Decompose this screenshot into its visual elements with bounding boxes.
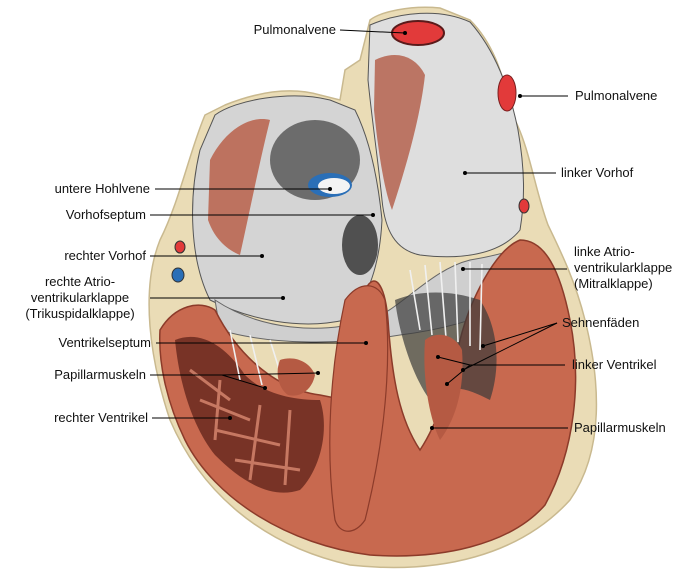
leader-dot xyxy=(263,386,267,390)
coronary-vessel-red-right xyxy=(518,198,530,214)
label-linker-ventrikel: linker Ventrikel xyxy=(572,357,657,373)
leader-dot xyxy=(430,426,434,430)
left-atrial-muscle-streaks xyxy=(374,55,425,210)
pulmonary-vein-top xyxy=(391,20,445,46)
chordae-tendineae xyxy=(229,261,483,389)
leader-linker-ventrikel-b xyxy=(437,356,471,366)
leader-dot xyxy=(328,187,332,191)
leader-endpoints xyxy=(228,31,522,430)
leader-papillarmuskeln-left-c xyxy=(221,374,266,389)
label-line: rechter Ventrikel xyxy=(54,410,148,425)
atrial-pectinate-muscles xyxy=(208,119,270,256)
label-pulmonalvene-top: Pulmonalvene xyxy=(230,22,336,38)
leader-linker-ventrikel-a xyxy=(446,364,471,385)
label-linke-av-klappe: linke Atrio- ventrikularklappe (Mitralkl… xyxy=(574,244,672,292)
leader-sehnenfaeden-a xyxy=(462,322,558,371)
label-line: rechte Atrio- xyxy=(44,274,116,289)
leader-papillarmuskeln-left-b xyxy=(221,372,319,376)
label-rechte-av-klappe: rechte Atrio- ventrikularklappe (Trikusp… xyxy=(0,274,160,322)
septum-shadow xyxy=(342,215,378,275)
coronary-vessel-red xyxy=(174,240,186,254)
leader-dot xyxy=(481,344,485,348)
leader-dot xyxy=(316,371,320,375)
papillary-muscle-right-ventricle xyxy=(277,358,315,396)
inferior-vena-cava-lumen xyxy=(318,178,350,194)
label-line: (Trikuspidalklappe) xyxy=(25,306,135,321)
leader-dot xyxy=(371,213,375,217)
leader-dot xyxy=(281,296,285,300)
leader-dot xyxy=(461,267,465,271)
label-line: ventrikularklappe xyxy=(574,260,673,275)
leader-pulmonalvene-top xyxy=(339,29,406,34)
pulmonary-vein-right xyxy=(497,74,517,112)
leader-dot xyxy=(436,355,440,359)
leader-dot xyxy=(228,416,232,420)
leader-sehnenfaeden-b xyxy=(482,322,558,347)
label-papillarmuskeln-left: Papillarmuskeln xyxy=(0,367,146,383)
label-line: Papillarmuskeln xyxy=(54,367,146,382)
leader-dot xyxy=(364,341,368,345)
label-line: Pulmonalvene xyxy=(575,88,658,103)
interventricular-septum xyxy=(329,285,389,532)
label-line: untere Hohlvene xyxy=(54,181,150,196)
label-linker-vorhof: linker Vorhof xyxy=(561,165,633,181)
label-line: Papillarmuskeln xyxy=(574,420,666,435)
label-sehnenfaeden: Sehnenfäden xyxy=(562,315,639,331)
label-rechter-ventrikel: rechter Ventrikel xyxy=(0,410,148,426)
label-line: Ventrikelseptum xyxy=(58,335,152,350)
label-line: rechter Vorhof xyxy=(64,248,146,263)
label-line: Sehnenfäden xyxy=(562,315,640,330)
leader-dot xyxy=(518,94,522,98)
leader-dot xyxy=(461,368,465,372)
right-ventricle-trabeculae xyxy=(189,368,301,486)
label-line: Pulmonalvene xyxy=(253,22,336,37)
leader-lines xyxy=(150,29,568,429)
label-line: linke Atrio- xyxy=(574,244,635,259)
label-pulmonalvene-right: Pulmonalvene xyxy=(575,88,657,104)
label-ventrikelseptum: Ventrikelseptum xyxy=(0,335,152,351)
leader-dot xyxy=(463,171,467,175)
label-papillarmuskeln-right: Papillarmuskeln xyxy=(574,420,666,436)
label-rechter-vorhof: rechter Vorhof xyxy=(0,248,146,264)
coronary-vessel-blue xyxy=(171,267,185,283)
label-line: Vorhofseptum xyxy=(65,207,146,222)
label-line: (Mitralklappe) xyxy=(574,276,653,291)
leader-dot xyxy=(445,382,449,386)
leader-dot xyxy=(403,31,407,35)
leader-dot xyxy=(260,254,264,258)
label-line: linker Vorhof xyxy=(561,165,634,180)
label-untere-hohlvene: untere Hohlvene xyxy=(0,181,150,197)
label-line: ventrikularklappe xyxy=(30,290,130,305)
label-line: linker Ventrikel xyxy=(572,357,657,372)
label-vorhofseptum: Vorhofseptum xyxy=(0,207,146,223)
